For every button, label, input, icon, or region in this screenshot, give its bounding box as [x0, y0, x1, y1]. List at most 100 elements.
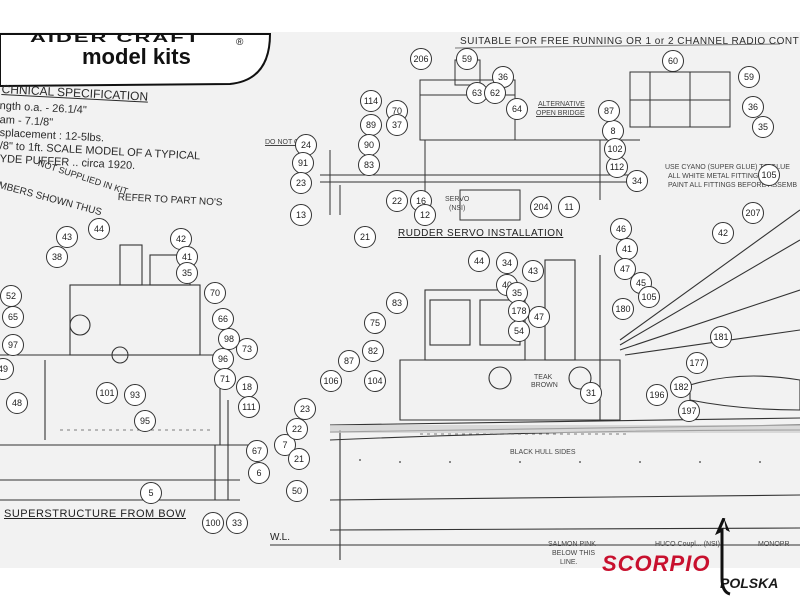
watermark-region: POLSKA	[720, 575, 779, 591]
label-alt-bridge-1: ALTERNATIVE	[538, 101, 585, 108]
part-number-callout: 105	[758, 164, 780, 186]
part-number-callout: 37	[386, 114, 408, 136]
part-number-callout: 177	[686, 352, 708, 374]
label-superstructure: SUPERSTRUCTURE FROM BOW	[4, 508, 186, 520]
part-number-callout: 89	[360, 114, 382, 136]
part-number-callout: 23	[294, 398, 316, 420]
part-number-callout: 52	[0, 285, 22, 307]
label-glue-note-2: ALL WHITE METAL FITTINGS	[668, 173, 764, 180]
label-do-not-glue: DO NOT GLUE	[265, 139, 314, 146]
part-number-callout: 106	[320, 370, 342, 392]
part-number-callout: 90	[358, 134, 380, 156]
watermark-brand: SCORPIO	[602, 551, 711, 576]
part-number-callout: 180	[612, 298, 634, 320]
part-number-callout: 31	[580, 382, 602, 404]
part-number-callout: 22	[286, 418, 308, 440]
label-brown: BROWN	[531, 382, 558, 389]
part-number-callout: 6	[248, 462, 270, 484]
part-number-callout: 98	[218, 328, 240, 350]
part-number-callout: 71	[214, 368, 236, 390]
part-number-callout: 13	[290, 204, 312, 226]
label-salmon-3: LINE.	[560, 559, 578, 566]
part-number-callout: 60	[662, 50, 684, 72]
part-number-callout: 47	[614, 258, 636, 280]
part-number-callout: 207	[742, 202, 764, 224]
label-alt-bridge-2: OPEN BRIDGE	[536, 110, 585, 117]
part-number-callout: 73	[236, 338, 258, 360]
part-number-callout: 38	[46, 246, 68, 268]
part-number-callout: 33	[226, 512, 248, 534]
part-number-callout: 35	[752, 116, 774, 138]
scorpion-tail-icon	[715, 518, 731, 596]
part-number-callout: 83	[386, 292, 408, 314]
label-black-hull: BLACK HULL SIDES	[510, 449, 576, 456]
part-number-callout: 43	[522, 260, 544, 282]
part-number-callout: 11	[558, 196, 580, 218]
part-number-callout: 197	[678, 400, 700, 422]
part-number-callout: 35	[506, 282, 528, 304]
part-number-callout: 96	[212, 348, 234, 370]
label-glue-note-1: USE CYANO (SUPER GLUE) TO GLUE	[665, 164, 790, 171]
part-number-callout: 50	[286, 480, 308, 502]
part-number-callout: 111	[238, 396, 260, 418]
part-number-callout: 64	[506, 98, 528, 120]
part-number-callout: 42	[712, 222, 734, 244]
part-number-callout: 46	[610, 218, 632, 240]
part-number-callout: 21	[354, 226, 376, 248]
part-number-callout: 70	[204, 282, 226, 304]
label-servo: SERVO	[445, 196, 470, 203]
part-number-callout: 87	[338, 350, 360, 372]
label-salmon-2: BELOW THIS	[552, 550, 596, 557]
part-number-callout: 18	[236, 376, 258, 398]
brand-sub: model kits	[82, 44, 191, 69]
label-glue-note-3: PAINT ALL FITTINGS BEFORE ASSEMB	[668, 182, 798, 189]
part-number-callout: 54	[508, 320, 530, 342]
part-number-callout: 105	[638, 286, 660, 308]
part-number-callout: 44	[88, 218, 110, 240]
part-number-callout: 41	[616, 238, 638, 260]
part-number-callout: 22	[386, 190, 408, 212]
part-number-callout: 91	[292, 152, 314, 174]
part-number-callout: 104	[364, 370, 386, 392]
label-salmon-1: SALMON PINK	[548, 541, 596, 548]
part-number-callout: 66	[212, 308, 234, 330]
part-number-callout: 182	[670, 376, 692, 398]
part-number-callout: 87	[598, 100, 620, 122]
label-wl: W.L.	[270, 532, 291, 543]
part-number-callout: 67	[246, 440, 268, 462]
part-number-callout: 23	[290, 172, 312, 194]
part-number-callout: 196	[646, 384, 668, 406]
part-number-callout: 47	[528, 306, 550, 328]
label-teak: TEAK	[534, 374, 553, 381]
part-number-callout: 5	[140, 482, 162, 504]
part-number-callout: 59	[456, 48, 478, 70]
part-number-callout: 44	[468, 250, 490, 272]
part-number-callout: 101	[96, 382, 118, 404]
part-number-callout: 83	[358, 154, 380, 176]
part-number-callout: 34	[626, 170, 648, 192]
part-number-callout: 102	[604, 138, 626, 160]
part-number-callout: 75	[364, 312, 386, 334]
part-number-callout: 93	[124, 384, 146, 406]
brand-registered: ®	[236, 37, 244, 48]
part-number-callout: 35	[176, 262, 198, 284]
part-number-callout: 21	[288, 448, 310, 470]
part-number-callout: 114	[360, 90, 382, 112]
part-number-callout: 12	[414, 204, 436, 226]
label-rudder-servo: RUDDER SERVO INSTALLATION	[398, 228, 564, 239]
brand-name: AIDER CRAFT	[30, 30, 202, 45]
part-number-callout: 206	[410, 48, 432, 70]
part-number-callout: 82	[362, 340, 384, 362]
part-number-callout: 48	[6, 392, 28, 414]
part-number-callout: 62	[484, 82, 506, 104]
part-number-callout: 65	[2, 306, 24, 328]
label-monoprop: MONOPR	[758, 541, 790, 548]
part-number-callout: 36	[742, 96, 764, 118]
part-number-callout: 178	[508, 300, 530, 322]
part-number-callout: 43	[56, 226, 78, 248]
part-number-callout: 181	[710, 326, 732, 348]
label-servo-nsi: (NSI)	[449, 205, 466, 212]
part-number-callout: 95	[134, 410, 156, 432]
part-number-callout: 59	[738, 66, 760, 88]
part-number-callout: 204	[530, 196, 552, 218]
